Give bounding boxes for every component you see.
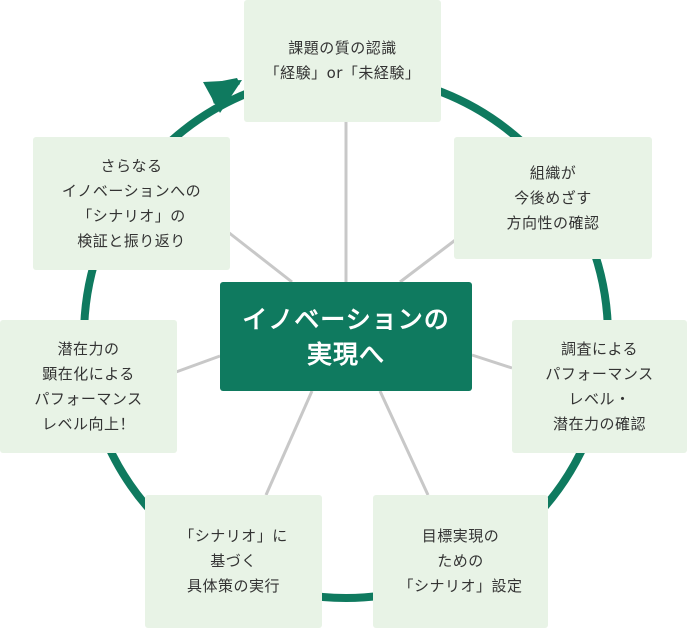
node-text-line: 基づく bbox=[210, 552, 257, 570]
step-node-measure-execution: 「シナリオ」に 基づく 具体策の実行 bbox=[145, 495, 322, 628]
node-text-line: さらなる bbox=[100, 156, 163, 175]
spoke-3 bbox=[471, 353, 513, 370]
step-node-performance-improvement: 潜在力の 顕在化による パフォーマンス レベル向上！ bbox=[0, 320, 177, 453]
node-text-line: 「経験」or「未経験」 bbox=[264, 64, 421, 82]
spoke-5 bbox=[264, 390, 314, 496]
node-text-line: パフォーマンス bbox=[34, 389, 143, 408]
node-text-line: 「シナリオ」に bbox=[179, 527, 288, 545]
node-text-line: 潜在力の bbox=[57, 339, 120, 358]
node-text-line: 方向性の確認 bbox=[506, 213, 600, 232]
node-text-line: 組織が bbox=[529, 163, 577, 182]
spokes bbox=[175, 122, 513, 496]
step-node-issue-recognition: 課題の質の認識 「経験」or「未経験」 bbox=[244, 0, 441, 122]
node-text-line: パフォーマンス bbox=[545, 364, 654, 383]
step-node-scenario-setting: 目標実現の ための 「シナリオ」設定 bbox=[373, 495, 548, 628]
node-text-line: 課題の質の認識 bbox=[288, 39, 397, 57]
center-goal-box: イノベーションの 実現へ bbox=[220, 282, 472, 391]
node-text-line: 「シナリオ」の bbox=[77, 206, 186, 225]
node-text-line: レベル向上！ bbox=[41, 414, 135, 433]
node-text-line: 調査による bbox=[560, 339, 639, 358]
node-text-line: 検証と振り返り bbox=[77, 231, 186, 250]
step-node-performance-survey: 調査による パフォーマンス レベル・ 潜在力の確認 bbox=[512, 320, 687, 453]
center-text-line: 実現へ bbox=[306, 339, 385, 369]
step-node-scenario-review: さらなる イノベーションへの 「シナリオ」の 検証と振り返り bbox=[33, 137, 230, 270]
node-text-line: 「シナリオ」設定 bbox=[398, 577, 523, 595]
step-node-organization-direction: 組織が 今後めざす 方向性の確認 bbox=[454, 137, 652, 259]
spoke-7 bbox=[227, 230, 293, 284]
spoke-4 bbox=[378, 390, 430, 496]
node-text-line: 潜在力の確認 bbox=[552, 414, 646, 433]
center-text-line: イノベーションの bbox=[242, 304, 450, 334]
node-text-line: イノベーションへの bbox=[61, 181, 202, 200]
node-text-line: 目標実現の bbox=[421, 527, 500, 545]
node-text-line: レベル・ bbox=[568, 389, 631, 408]
cycle-arrowhead-icon bbox=[203, 80, 242, 113]
node-text-line: ための bbox=[437, 552, 484, 570]
spoke-2 bbox=[399, 236, 459, 284]
node-text-line: 今後めざす bbox=[514, 188, 592, 207]
node-text-line: 具体策の実行 bbox=[186, 577, 280, 595]
node-text-line: 顕在化による bbox=[42, 364, 135, 383]
spoke-6 bbox=[175, 354, 221, 374]
